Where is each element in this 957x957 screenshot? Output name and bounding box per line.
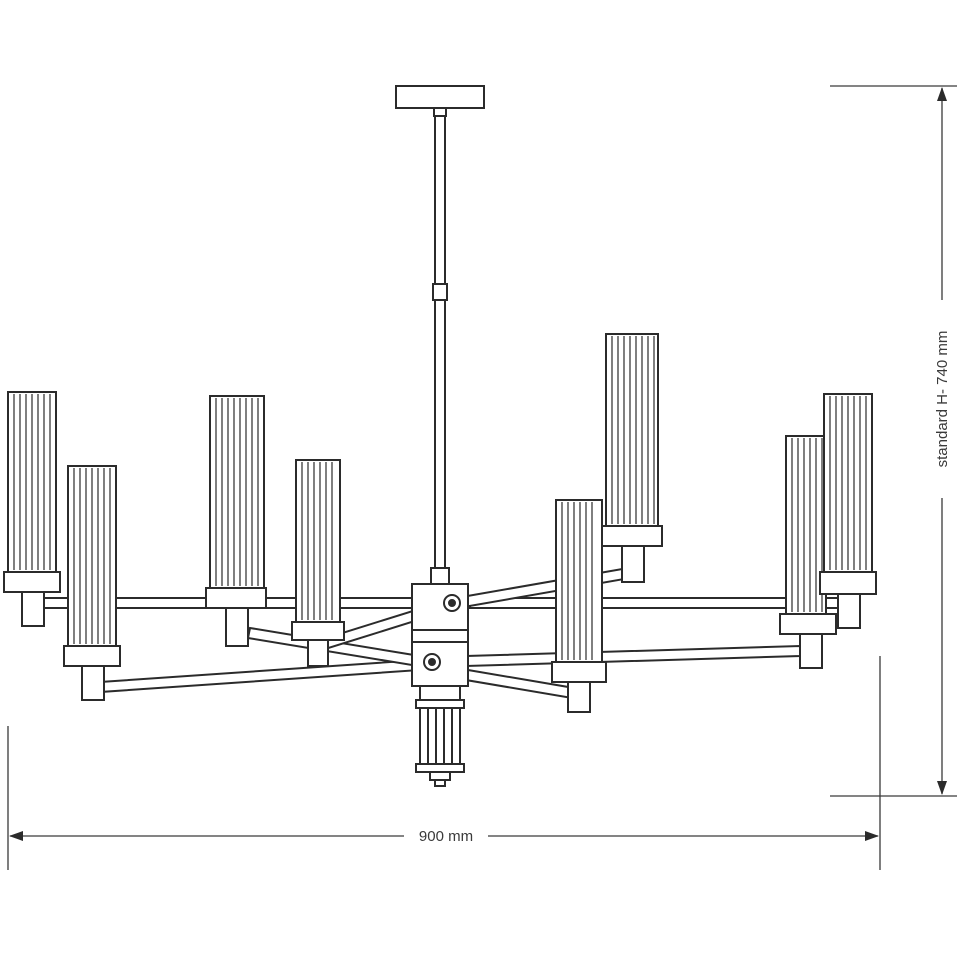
suspension-rod xyxy=(430,115,450,585)
shade-left-middle xyxy=(205,395,267,647)
shade-left-inner xyxy=(291,459,345,667)
central-hub xyxy=(411,583,469,687)
ceiling-canopy xyxy=(395,85,485,117)
shade-left-front xyxy=(63,465,121,701)
shade-right-front xyxy=(779,435,837,669)
shade-far-left xyxy=(3,391,61,627)
width-label: 900 mm xyxy=(419,828,473,845)
shade-right-tall xyxy=(601,333,663,583)
bottom-finial xyxy=(415,685,465,787)
shade-far-right xyxy=(819,393,877,629)
height-label: standard H- 740 mm xyxy=(934,331,951,468)
shade-right-inner xyxy=(551,499,607,713)
